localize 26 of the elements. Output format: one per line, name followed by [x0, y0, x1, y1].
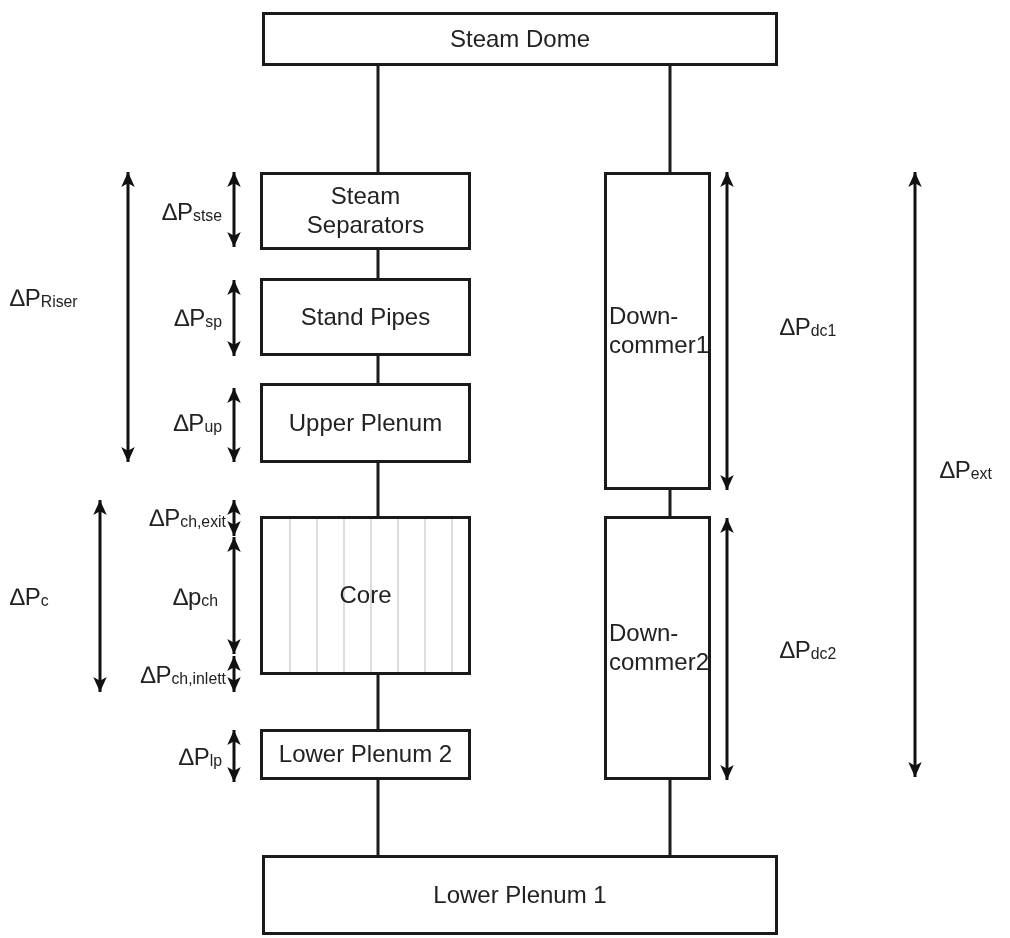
box-label: Lower Plenum 1 — [433, 880, 607, 910]
connector-line — [376, 675, 380, 729]
process-box — [260, 278, 471, 356]
connector-line — [376, 780, 380, 855]
box-label: Down-commer1 — [609, 302, 709, 360]
process-box — [262, 855, 778, 935]
connector-line — [376, 463, 380, 516]
box-label: Core — [339, 581, 392, 610]
connector-line — [376, 356, 380, 383]
connector-line — [668, 490, 672, 516]
box-label: Down-commer2 — [609, 619, 709, 677]
process-box — [604, 516, 711, 780]
box-label: Stand Pipes — [300, 302, 431, 332]
box-label: Steam Dome — [449, 24, 591, 54]
box-label: Steam Separators — [305, 182, 426, 240]
connector-line — [668, 780, 672, 855]
process-box — [604, 172, 711, 490]
connector-line — [376, 250, 380, 278]
box-label: Upper Plenum — [288, 408, 443, 438]
connector-line — [376, 66, 380, 172]
process-box — [262, 12, 778, 66]
box-label: Lower Plenum 2 — [278, 740, 453, 769]
connector-line — [668, 66, 672, 172]
process-box — [260, 383, 471, 463]
process-box — [260, 172, 471, 250]
process-box — [260, 729, 471, 780]
